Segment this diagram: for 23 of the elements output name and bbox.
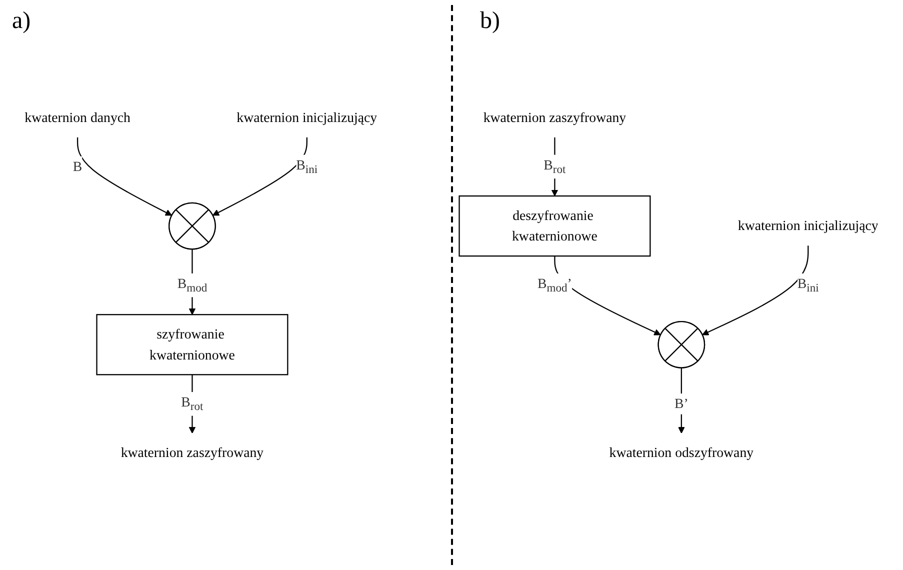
node-text: kwaternion danych — [24, 109, 130, 125]
node-text: kwaternion zaszyfrowany — [120, 444, 264, 460]
arrow — [76, 137, 172, 216]
node-text: kwaternion inicjalizujący — [738, 218, 878, 233]
node-text: kwaternion odszyfrowany — [609, 444, 754, 460]
arrow — [188, 374, 196, 434]
edge-label: B — [72, 158, 82, 174]
arrow — [702, 245, 809, 335]
edge-label: B$_{rot}$ — [544, 156, 566, 176]
arrow — [212, 137, 308, 216]
edge-label: B$_{ini}$ — [797, 275, 819, 294]
edge-label: B’ — [674, 396, 688, 411]
edge-label: B$_{ini}$ — [296, 156, 318, 176]
node-text: kwaternion inicjalizujący — [236, 109, 378, 125]
node-box: deszyfrowanie kwaternionowe — [458, 195, 651, 256]
edge-label: B$_{mod}$ — [177, 275, 208, 294]
arrow — [551, 137, 558, 196]
edge-label: B$_{mod}$’ — [538, 275, 572, 294]
node-text: kwaternion zaszyfrowany — [483, 109, 626, 125]
panel-label: a) — [12, 8, 31, 35]
edge-label: B$_{rot}$ — [181, 394, 204, 413]
node-box: szyfrowanie kwaternionowe — [96, 314, 288, 375]
panel-label: b) — [480, 8, 500, 35]
